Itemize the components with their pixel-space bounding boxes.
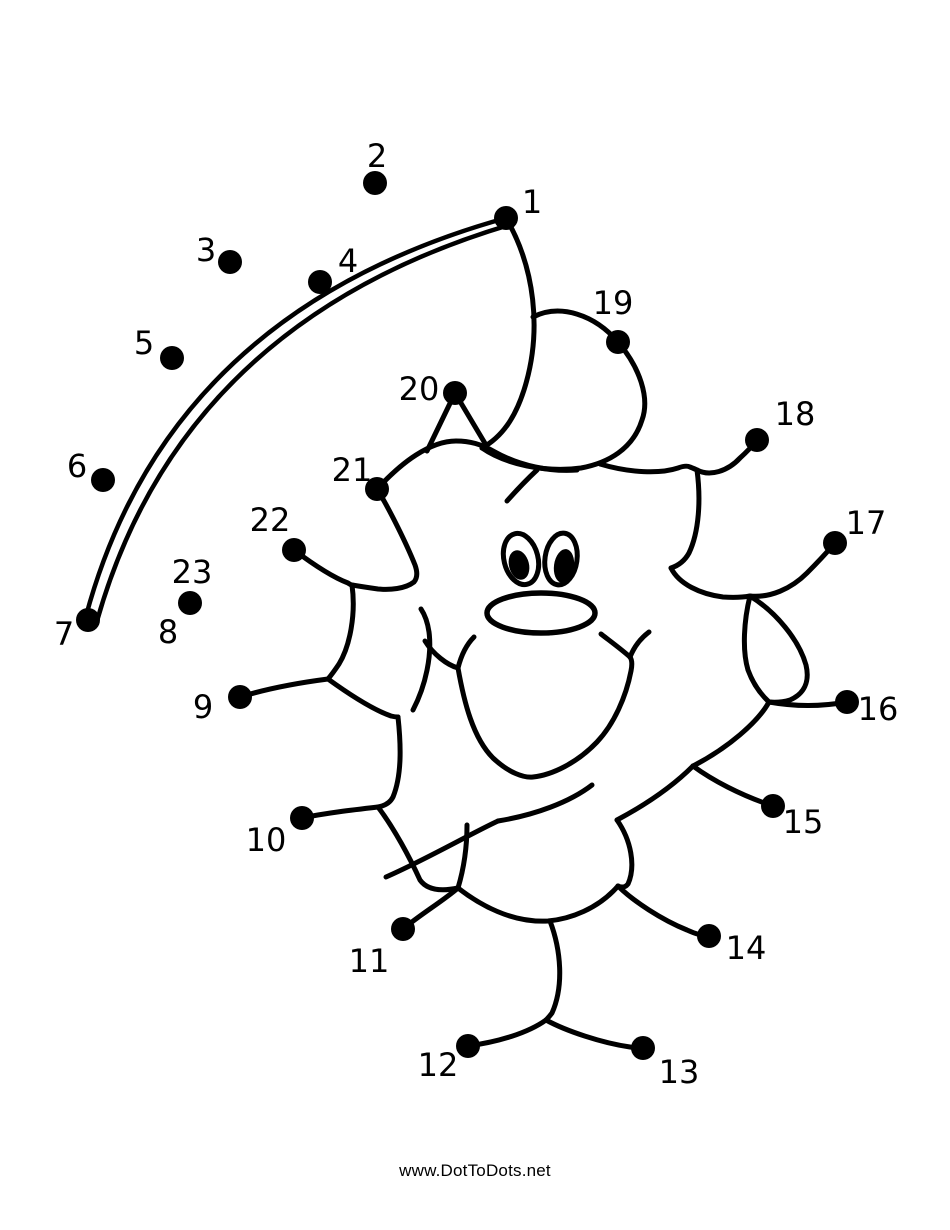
footer-url: www.DotToDots.net [399, 1161, 551, 1180]
dot-label-4: 4 [338, 242, 358, 280]
dot-label-10: 10 [246, 821, 287, 859]
figure-path-curve-21-down [349, 486, 420, 592]
figure-path-chin-b [383, 818, 501, 880]
dot-label-6: 6 [67, 447, 87, 485]
dot-13[interactable] [631, 1036, 655, 1060]
figure-path-stub-15 [690, 763, 776, 809]
dot-label-14: 14 [726, 929, 767, 967]
dot-label-13: 13 [659, 1053, 700, 1091]
dot-22[interactable] [282, 538, 306, 562]
figure-path-arc-9-cusp [325, 676, 401, 720]
dot-label-2: 2 [367, 137, 387, 175]
face-left-eye [500, 530, 542, 588]
figure-path-riser-bottom-left [455, 822, 470, 891]
figure-path-stub-14 [615, 883, 712, 939]
dot-18[interactable] [745, 428, 769, 452]
dot-8[interactable] [178, 591, 202, 615]
figure-path-face-left-edge [325, 582, 356, 682]
dot-19[interactable] [606, 330, 630, 354]
dot-label-22: 22 [250, 501, 291, 539]
dot-16[interactable] [835, 690, 859, 714]
dot-5[interactable] [160, 346, 184, 370]
figure-path-head-flick [504, 467, 540, 504]
dot-label-18: 18 [775, 395, 816, 433]
dot-7[interactable] [76, 608, 100, 632]
face-nose [484, 590, 598, 636]
figure-path-mouth-horn-lb [455, 634, 477, 671]
figure-path-lobe-17-16-inner [741, 593, 772, 705]
dot-label-7: 7 [54, 615, 74, 653]
dot-label-3: 3 [196, 231, 216, 269]
figure-path-mouth-horn-la [422, 638, 461, 671]
dot-14[interactable] [697, 924, 721, 948]
dots [76, 171, 859, 1060]
figure-path-lobe-right-14 [614, 817, 635, 890]
figure-lines [83, 215, 850, 1051]
dot-11[interactable] [391, 917, 415, 941]
figure-path-face-right-edge [668, 467, 702, 571]
face-right-eye [542, 530, 580, 588]
dot-12[interactable] [456, 1034, 480, 1058]
figure-path-stem-outer [83, 215, 509, 619]
figure-path-stem-inner [94, 222, 512, 624]
dot-label-8: 8 [158, 613, 178, 651]
dot-label-21: 21 [332, 451, 373, 489]
dot-label-20: 20 [399, 370, 440, 408]
dot-label-23: 23 [172, 553, 213, 591]
figure-path-bottom-arc [455, 883, 621, 924]
figure-path-lobe-9-10 [375, 714, 403, 810]
figure-path-tail-left [465, 1017, 549, 1049]
dot-label-9: 9 [193, 688, 213, 726]
face-right-pupil [553, 549, 575, 583]
dot-label-5: 5 [134, 324, 154, 362]
figure-path-mouth-horn-ra [598, 631, 633, 660]
dot-10[interactable] [290, 806, 314, 830]
figure-path-riser-face-left [410, 606, 433, 713]
figure-path-lobe-15-right [614, 763, 696, 823]
figure-path-mouth-horn-rb [627, 629, 652, 660]
dot-17[interactable] [823, 531, 847, 555]
dot-9[interactable] [228, 685, 252, 709]
figure-path-lobe-top-right [668, 565, 753, 600]
figure-path-mouth [455, 654, 635, 780]
figure-path-lobe-16-15 [690, 699, 772, 769]
dot-label-1: 1 [522, 183, 542, 221]
dot-6[interactable] [91, 468, 115, 492]
dot-4[interactable] [308, 270, 332, 294]
figure-path-tail [543, 918, 563, 1023]
dot-20[interactable] [443, 381, 467, 405]
figure-path-notch-right [597, 461, 700, 475]
dot-2[interactable] [363, 171, 387, 195]
figure-path-stub-9 [237, 676, 331, 700]
figure-path-head-top-wave [374, 438, 580, 492]
dot-label-19: 19 [593, 284, 634, 322]
face-shapes [484, 530, 598, 636]
figure-path-tail-right [543, 1017, 646, 1051]
dot-label-11: 11 [349, 942, 390, 980]
dot-label-12: 12 [418, 1046, 459, 1084]
dot-label-15: 15 [783, 803, 824, 841]
dot-21[interactable] [365, 477, 389, 501]
figure-path-chin-a [495, 782, 595, 824]
figure-path-stub-17 [747, 540, 838, 599]
figure-path-lobe-10-11 [375, 804, 461, 893]
figure-path-stalk-from-1 [479, 215, 537, 451]
face-left-pupil [508, 550, 530, 580]
dot-label-16: 16 [858, 690, 899, 728]
dot-3[interactable] [218, 250, 242, 274]
dot-label-17: 17 [846, 504, 887, 542]
dot-15[interactable] [761, 794, 785, 818]
dot-1[interactable] [494, 206, 518, 230]
